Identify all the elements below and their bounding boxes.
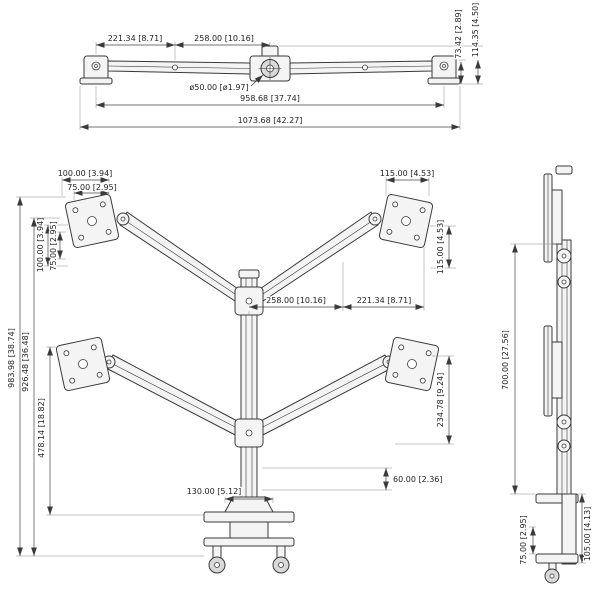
dim-arm-drop: 234.78 [9.24] (436, 373, 445, 428)
crossbar-right-foot (427, 55, 461, 85)
crossbar-right-arm (289, 60, 433, 75)
side-view: 700.00 [27.56] 75.00 [2.95] 105.00 [4.13… (500, 165, 593, 584)
dim-plate-width-115: 115.00 [4.53] (380, 169, 435, 178)
dim-plate-height-115: 115.00 [4.53] (436, 220, 445, 275)
dim-crossbar-left-span: 221.34 [8.71] (108, 34, 163, 43)
dim-vesa-width-75: 75.00 [2.95] (67, 183, 117, 192)
dim-overall-width: 1073.68 [42.27] (238, 116, 303, 125)
dim-upper-height: 926.48 [36.48] (21, 332, 30, 392)
dim-arm-reach-outer: 221.34 [8.71] (357, 296, 412, 305)
dim-pole-diameter: ø50.00 [ø1.97] (189, 83, 248, 92)
crossbar-dimensions: 221.34 [8.71] 258.00 [10.16] ø50.00 [ø1.… (79, 1, 483, 130)
dim-crossbar-overall-height: 114.35 [4.50] (471, 3, 480, 58)
dim-base-offset: 60.00 [2.36] (393, 475, 443, 484)
side-top-cap (555, 165, 573, 175)
dim-clamp-height: 105.00 [4.13] (583, 507, 592, 562)
vesa-plate-top-left (64, 193, 120, 249)
crossbar-left-arm (107, 60, 251, 75)
crossbar-left-foot (79, 55, 113, 85)
dim-arm-reach-inner: 258.00 [10.16] (266, 296, 326, 305)
vesa-plate-top-right (378, 193, 434, 249)
dim-base-width: 130.00 [5.12] (187, 487, 242, 496)
dim-clamp-depth: 75.00 [2.95] (519, 515, 528, 565)
vesa-plate-bottom-right (384, 336, 440, 392)
dim-overall-height: 983.98 [38.74] (7, 328, 16, 388)
dim-column-height: 700.00 [27.56] (501, 330, 510, 390)
crossbar-view: 221.34 [8.71] 258.00 [10.16] ø50.00 [ø1.… (79, 1, 483, 130)
side-vesa-plate-lower (543, 325, 563, 417)
dim-crossbar-center-span: 258.00 [10.16] (194, 34, 254, 43)
vesa-plate-bottom-left (55, 336, 111, 392)
crossbar-center-hub (249, 45, 291, 82)
side-desk-clamp (535, 493, 579, 584)
dim-crossbar-height: 73.42 [2.89] (454, 9, 463, 59)
dim-vesa-width-100: 100.00 [3.94] (58, 169, 113, 178)
dim-vesa-height-100: 100.00 [3.94] (36, 218, 45, 273)
dim-lower-height: 478.14 [18.82] (37, 398, 46, 458)
desk-clamp (203, 511, 295, 574)
dim-vesa-height-75: 75.00 [2.95] (49, 221, 58, 271)
dim-feet-span: 958.68 [37.74] (240, 94, 300, 103)
side-vesa-plate-upper (543, 173, 563, 263)
side-dimensions: 700.00 [27.56] 75.00 [2.95] 105.00 [4.13… (500, 243, 593, 566)
front-dimensions: 100.00 [3.94] 75.00 [2.95] 115.00 [4.53]… (6, 168, 456, 557)
front-view: 100.00 [3.94] 75.00 [2.95] 115.00 [4.53]… (6, 168, 456, 574)
